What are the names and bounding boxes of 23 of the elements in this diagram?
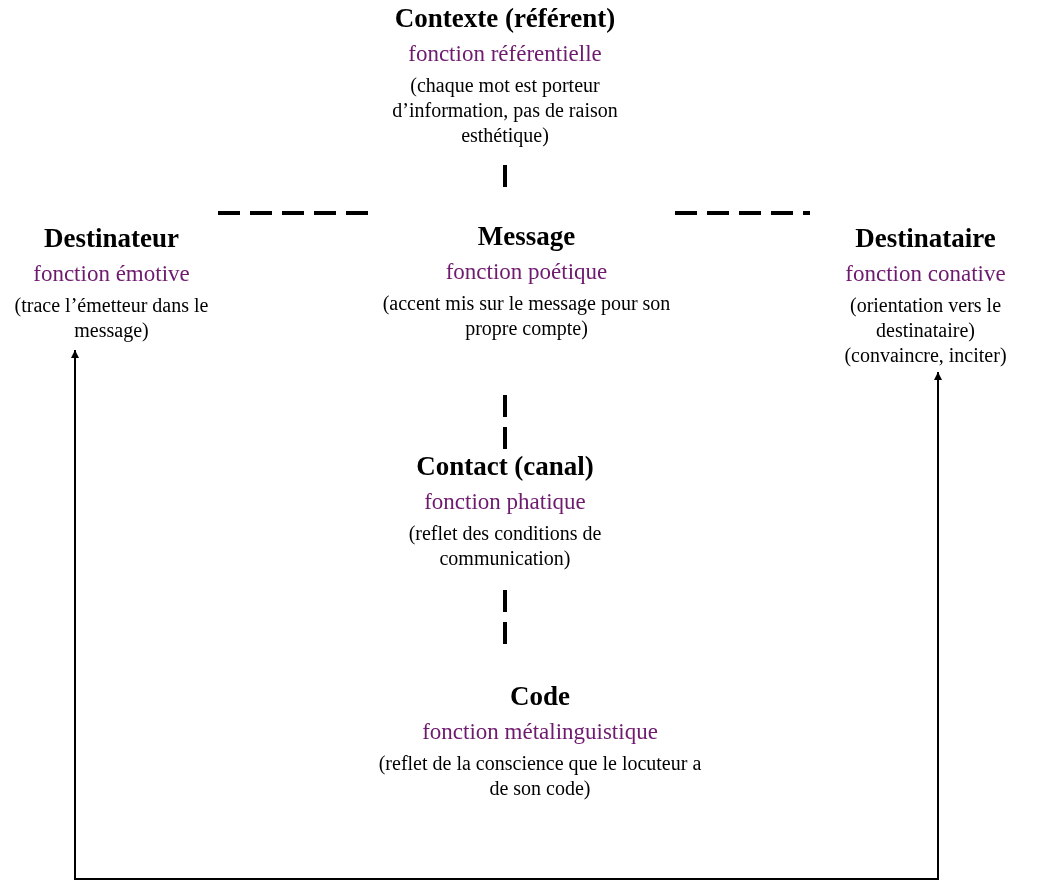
function-label: fonction métalinguistique xyxy=(422,717,658,746)
dashed-connector xyxy=(503,165,507,190)
node-title: Destinateur xyxy=(44,222,179,255)
node-title: Destinataire xyxy=(855,222,996,255)
description-text: (accent mis sur le message pour son propre compte) xyxy=(381,290,672,341)
node-title: Contact (canal) xyxy=(416,450,594,483)
description-text: (trace l’émetteur dans le message) xyxy=(13,292,210,343)
description-text: (chaque mot est porteur d’information, pas de raison esthétique) xyxy=(391,72,619,148)
node-title: Code xyxy=(510,680,570,713)
description-text: (reflet de la conscience que le locuteur a de son code) xyxy=(377,750,703,801)
description-text: (reflet des conditions de communication) xyxy=(407,520,603,571)
function-label: fonction référentielle xyxy=(408,39,602,68)
function-label: fonction émotive xyxy=(33,259,190,288)
arrow xyxy=(71,349,942,880)
function-label: fonction poétique xyxy=(445,257,608,286)
dashed-connector xyxy=(503,395,507,450)
node-title: Contexte (référent) xyxy=(394,2,616,35)
description-text: (convaincre, inciter) xyxy=(844,342,1007,368)
function-label: fonction phatique xyxy=(424,487,586,516)
description-text: (orientation vers le destinataire) xyxy=(848,292,1003,343)
node-title: Message xyxy=(477,220,576,253)
function-label: fonction conative xyxy=(845,259,1006,288)
dashed-connector xyxy=(675,211,810,215)
